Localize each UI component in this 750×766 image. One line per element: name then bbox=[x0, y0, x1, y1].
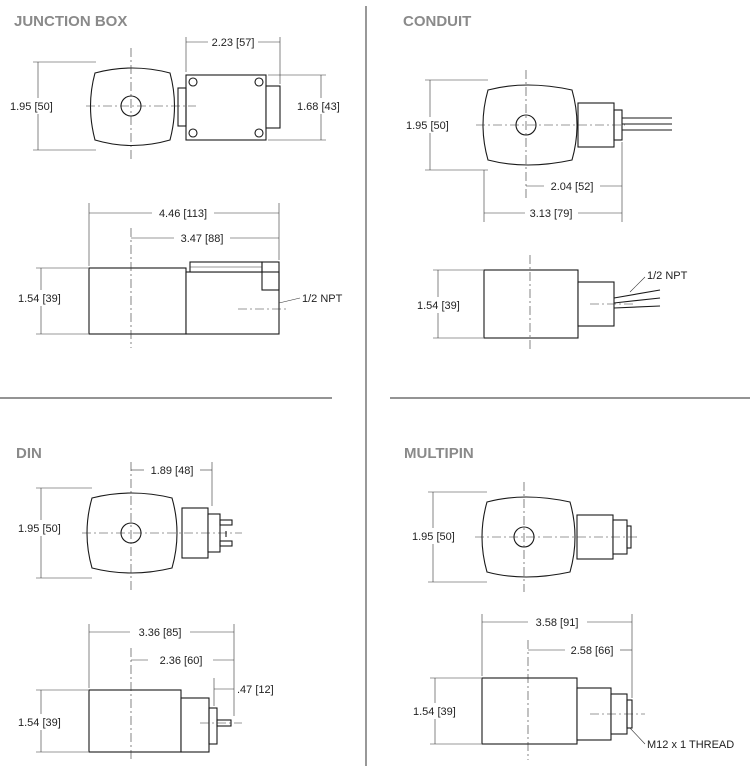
leader-line bbox=[629, 727, 646, 745]
screw bbox=[188, 128, 198, 138]
dim-side-height: 1.54 [39] bbox=[413, 706, 456, 718]
dim-pin-offset: .47 [12] bbox=[237, 684, 274, 696]
coil-outline bbox=[86, 492, 178, 574]
dim-coil-to-end: 2.58 [66] bbox=[571, 645, 614, 657]
din-plug-side bbox=[208, 707, 218, 745]
dim-center-to-end: 2.04 [52] bbox=[551, 181, 594, 193]
label-npt: 1/2 NPT bbox=[302, 293, 343, 305]
junction-box-lip bbox=[265, 85, 281, 129]
dim-side-height: 1.54 [39] bbox=[18, 717, 61, 729]
leader-line bbox=[278, 297, 301, 304]
dim-side-height: 1.54 [39] bbox=[18, 293, 61, 305]
din-pin bbox=[219, 540, 233, 547]
panel-title: CONDUIT bbox=[403, 13, 471, 30]
panel-multipin: MULTIPIN 1.95 [50] M12 x 1 THREAD bbox=[404, 445, 734, 760]
side-view: M12 x 1 THREAD 3.58 [91] 2.58 [66] 1.54 … bbox=[413, 614, 734, 760]
panel-conduit: CONDUIT 1.95 [50] 2.04 [52] 3.13 [79] bbox=[403, 13, 688, 352]
dim-side-height: 1.54 [39] bbox=[417, 300, 460, 312]
dim-box-height: 1.68 [43] bbox=[297, 101, 340, 113]
lead-wire bbox=[613, 289, 661, 299]
lead-wire bbox=[613, 305, 661, 309]
dim-coil-to-end: 2.36 [60] bbox=[160, 655, 203, 667]
side-view: 3.36 [85] 2.36 [60] .47 [12] 1.54 [39] bbox=[18, 624, 274, 762]
coil-side bbox=[88, 689, 182, 753]
top-view: 1.89 [48] 1.95 [50] bbox=[18, 462, 242, 592]
dim-overall-length: 3.36 [85] bbox=[139, 627, 182, 639]
dim-overall-length: 3.58 [91] bbox=[536, 617, 579, 629]
din-pin bbox=[219, 519, 233, 526]
din-housing-side bbox=[180, 697, 210, 753]
coil-side bbox=[88, 267, 187, 335]
coil-neck bbox=[177, 87, 187, 127]
top-view: 1.95 [50] bbox=[412, 482, 640, 592]
dim-top-height: 1.95 [50] bbox=[18, 523, 61, 535]
panel-din: DIN 1.89 [48] 1.95 [50] bbox=[16, 445, 274, 762]
panel-title: MULTIPIN bbox=[404, 445, 474, 462]
dim-center-to-end: 1.89 [48] bbox=[151, 465, 194, 477]
leader-line bbox=[629, 276, 646, 293]
label-npt: 1/2 NPT bbox=[647, 270, 688, 282]
conduit-step bbox=[261, 261, 280, 291]
screw bbox=[188, 77, 198, 87]
dim-top-height: 1.95 [50] bbox=[406, 120, 449, 132]
top-view: 2.23 [57] 1.95 [50] 1.68 [43] bbox=[10, 37, 340, 162]
coil-side bbox=[483, 269, 579, 339]
dim-top-height: 1.95 [50] bbox=[10, 101, 53, 113]
junction-box-side bbox=[185, 271, 280, 335]
label-thread: M12 x 1 THREAD bbox=[647, 739, 734, 751]
panel-title: DIN bbox=[16, 445, 42, 462]
dim-overall-length: 3.13 [79] bbox=[530, 208, 573, 220]
screw bbox=[254, 77, 264, 87]
coil-outline bbox=[90, 67, 175, 146]
panel-junction-box: JUNCTION BOX 2.23 [57] 1.95 [50] bbox=[10, 13, 343, 348]
lead-wire bbox=[613, 297, 661, 304]
panel-title: JUNCTION BOX bbox=[14, 13, 127, 30]
screw bbox=[254, 128, 264, 138]
top-view: 1.95 [50] 2.04 [52] 3.13 [79] bbox=[406, 70, 672, 222]
junction-box-body bbox=[185, 74, 267, 141]
dim-top-height: 1.95 [50] bbox=[412, 531, 455, 543]
side-view: 1/2 NPT 4.46 [113] 3.47 [88] 1.54 [39] bbox=[18, 203, 343, 348]
side-view: 1/2 NPT 1.54 [39] bbox=[417, 255, 688, 352]
dim-overall-length: 4.46 [113] bbox=[159, 208, 207, 220]
dim-coil-to-end: 3.47 [88] bbox=[181, 233, 224, 245]
dim-top-width: 2.23 [57] bbox=[212, 37, 255, 49]
coil-side bbox=[481, 677, 578, 745]
